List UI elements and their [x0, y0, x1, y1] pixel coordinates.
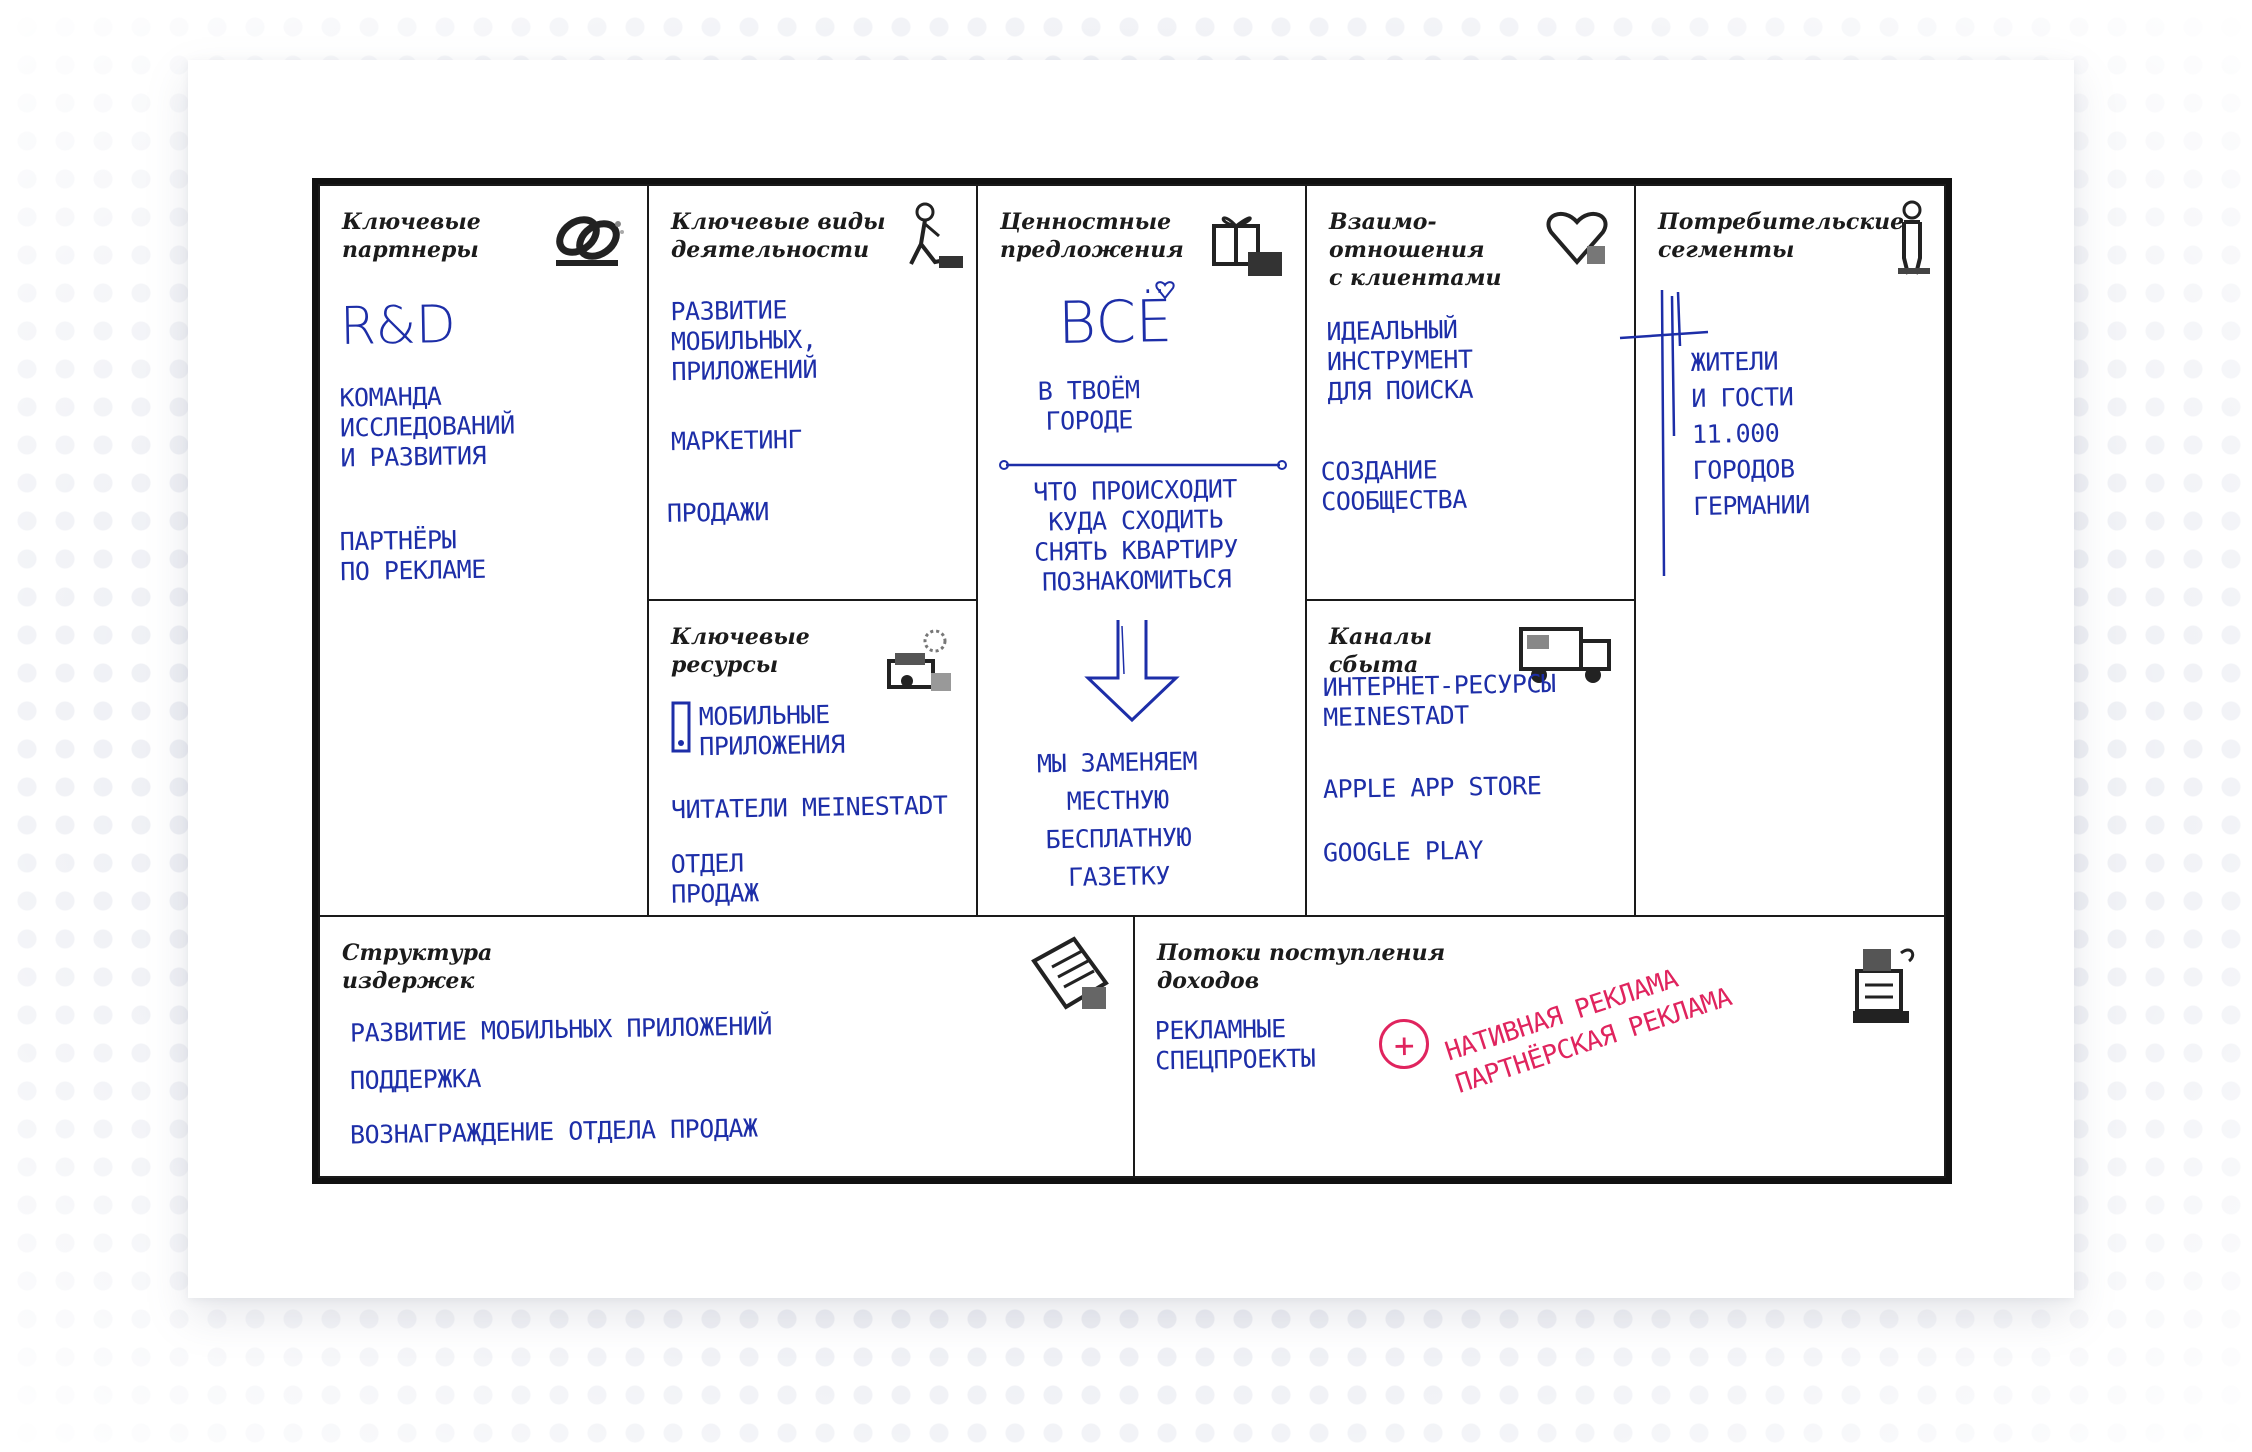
block-key-activities: Ключевые виды деятельности РАЗВИТИЕ МОБИ… — [647, 184, 978, 601]
note-in-your-city: В ТВОЁМ ГОРОДЕ — [1037, 375, 1140, 436]
note-sales-dept: ОТДЕЛ ПРОДАЖ — [670, 848, 759, 909]
note-mobile-dev-cost: РАЗВИТИЕ МОБИЛЬНЫХ ПРИЛОЖЕНИЙ — [349, 1011, 773, 1048]
divider-line — [999, 460, 1287, 470]
resources-icon — [887, 629, 951, 691]
note-support: ПОДДЕРЖКА — [349, 1063, 482, 1096]
block-key-resources: Ключевые ресурсы МОБИЛЬНЫЕ ПРИЛОЖЕНИЯ ЧИ… — [647, 599, 978, 917]
note-readers: ЧИТАТЕЛИ MEINESTADT — [670, 790, 948, 825]
note-internet-resources: ИНТЕРНЕТ-РЕСУРСЫ MEINESTADT — [1322, 668, 1556, 733]
note-rd: R&D — [339, 294, 456, 358]
note-ideal-tool: ИДЕАЛЬНЫЙ ИНСТРУМЕНТ ДЛЯ ПОИСКА — [1326, 314, 1474, 407]
phone-icon — [671, 701, 691, 753]
cash-register-icon — [1853, 948, 1915, 1023]
block-cost-structure: Структура издержек РАЗВИТИЕ МОБИЛЬНЫХ ПР… — [318, 915, 1135, 1178]
note-marketing: МАРКЕТИНГ — [670, 424, 803, 457]
heart-doodle-icon — [1155, 281, 1175, 300]
block-title: Ключевые партнеры — [342, 209, 481, 263]
worker-icon — [909, 202, 963, 268]
block-title: Ключевые виды деятельности — [671, 209, 886, 263]
block-title: Каналы сбыта — [1329, 624, 1433, 678]
note-replace-newspaper: МЫ ЗАМЕНЯЕМ МЕСТНУЮ БЕСПЛАТНУЮ ГАЗЕТКУ — [1036, 746, 1198, 892]
note-sales-reward: ВОЗНАГРАЖДЕНИЕ ОТДЕЛА ПРОДАЖ — [349, 1113, 758, 1150]
block-channels: Каналы сбыта ИНТЕРНЕТ-РЕСУРСЫ MEINESTADT… — [1305, 599, 1636, 917]
block-title: Потребительские сегменты — [1658, 209, 1905, 263]
note-sales: ПРОДАЖИ — [666, 497, 770, 528]
chain-link-icon — [556, 216, 624, 266]
arrow-down-icon — [1084, 620, 1180, 723]
block-revenue-streams: Потоки поступления доходов РЕКЛАМНЫЕ СПЕ… — [1133, 915, 1946, 1178]
block-value-propositions: Ценностные предложения ВСЁ В ТВОЁМ ГОРОД… — [976, 184, 1307, 917]
block-customer-relationships: Взаимо- отношения с клиентами ИДЕАЛЬНЫЙ … — [1305, 184, 1636, 601]
gift-icon — [1212, 216, 1282, 276]
block-title: Ключевые ресурсы — [671, 624, 810, 678]
note-mobile-apps: МОБИЛЬНЫЕ ПРИЛОЖЕНИЯ — [698, 699, 846, 762]
block-title: Структура издержек — [342, 940, 493, 994]
note-community: СОЗДАНИЕ СООБЩЕСТВА — [1320, 455, 1468, 517]
note-mobile-dev: РАЗВИТИЕ МОБИЛЬНЫХ, ПРИЛОЖЕНИЙ — [670, 295, 818, 387]
note-what-happens: ЧТО ПРОИСХОДИТ КУДА СХОДИТЬ СНЯТЬ КВАРТИ… — [1032, 474, 1239, 597]
block-title: Потоки поступления доходов — [1157, 940, 1446, 994]
heart-icon — [1546, 211, 1608, 266]
block-customer-segments: Потребительские сегменты ЖИТЕЛИ И ГОСТИ … — [1619, 184, 1946, 917]
note-residents: ЖИТЕЛИ И ГОСТИ 11.000 ГОРОДОВ ГЕРМАНИИ — [1690, 346, 1810, 522]
tally-marks — [1619, 289, 1709, 577]
truck-icon — [1519, 627, 1611, 683]
plus-circle-icon: + — [1378, 1018, 1430, 1070]
block-title: Ценностные предложения — [1000, 209, 1184, 263]
note-app-store: APPLE APP STORE — [1322, 771, 1542, 804]
person-icon — [1898, 200, 1930, 275]
business-model-canvas: Ключевые партнеры R&D КОМАНДА ИССЛЕДОВАН… — [312, 178, 1952, 1184]
note-ad-partners: ПАРТНЁРЫ ПО РЕКЛАМЕ — [339, 525, 487, 587]
note-ad-specials: РЕКЛАМНЫЕ СПЕЦПРОЕКТЫ — [1154, 1014, 1316, 1076]
price-tag-icon — [1031, 936, 1109, 1010]
note-google-play: GOOGLE PLAY — [1322, 835, 1484, 868]
block-key-partners: Ключевые партнеры R&D КОМАНДА ИССЛЕДОВАН… — [318, 184, 649, 917]
note-native-ads: НАТИВНАЯ РЕКЛАМА ПАРТНЁРСКАЯ РЕКЛАМА — [1441, 963, 1736, 1100]
note-rd-team: КОМАНДА ИССЛЕДОВАНИЙ И РАЗВИТИЯ — [339, 381, 515, 473]
block-title: Взаимо- отношения с клиентами — [1329, 209, 1502, 291]
